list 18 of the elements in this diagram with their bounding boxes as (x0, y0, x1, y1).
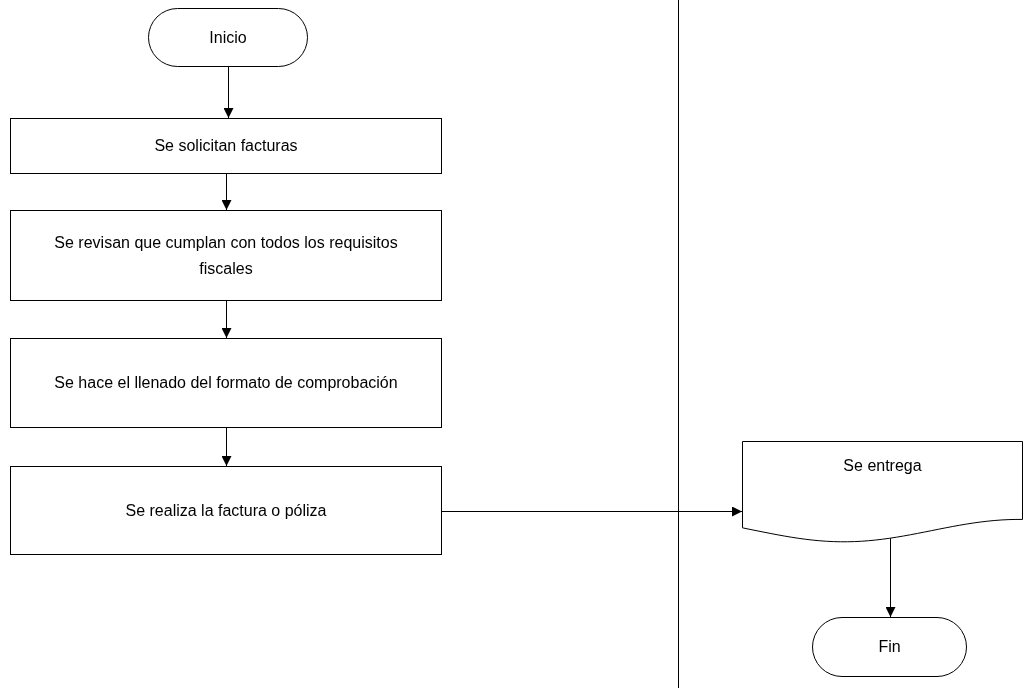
process-box (10, 118, 442, 174)
process-box (10, 338, 442, 428)
arrow (441, 506, 743, 517)
node-label: Se revisan que cumplan con todos los requisitos fiscales (53, 232, 399, 279)
node-label: Se hace el llenado del formato de comprobación (53, 373, 399, 394)
arrow (221, 427, 232, 467)
arrow (223, 66, 234, 119)
node-label: Se entrega (842, 456, 923, 476)
arrow (885, 537, 896, 618)
node-label: Se realiza la factura o póliza (124, 500, 328, 521)
arrow (221, 300, 232, 339)
arrow (221, 173, 232, 211)
process-box (10, 466, 442, 555)
terminator-shape (812, 617, 967, 677)
process-box (10, 210, 442, 301)
node-label: Se solicitan facturas (153, 136, 299, 157)
node-label: Inicio (208, 27, 248, 48)
node-label: Fin (877, 637, 902, 658)
